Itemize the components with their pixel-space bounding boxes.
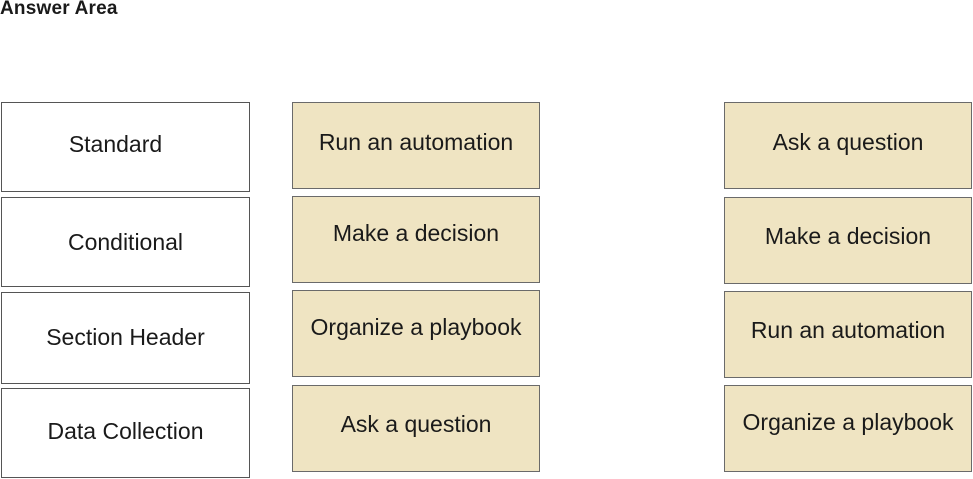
- option-run-an-automation[interactable]: Run an automation: [724, 291, 972, 378]
- answer-slot-label: Organize a playbook: [310, 314, 522, 340]
- answer-area-title: Answer Area: [0, 0, 118, 19]
- answer-slot-label: Make a decision: [332, 220, 500, 246]
- task-type-label: Conditional: [67, 228, 184, 255]
- answer-slot-section-header[interactable]: Organize a playbook: [292, 290, 540, 377]
- option-label: Ask a question: [772, 129, 924, 155]
- answer-slot-data-collection[interactable]: Ask a question: [292, 385, 540, 472]
- task-type-standard: Standard: [1, 102, 250, 192]
- task-type-section-header: Section Header: [1, 292, 250, 384]
- answer-slot-label: Ask a question: [340, 411, 492, 437]
- task-type-data-collection: Data Collection: [1, 388, 250, 478]
- option-ask-a-question[interactable]: Ask a question: [724, 102, 972, 189]
- option-make-a-decision[interactable]: Make a decision: [724, 197, 972, 284]
- answer-slot-label: Run an automation: [318, 129, 514, 155]
- option-organize-a-playbook[interactable]: Organize a playbook: [724, 385, 972, 472]
- task-type-label: Standard: [68, 130, 163, 157]
- option-label: Run an automation: [750, 317, 946, 343]
- answer-slot-standard[interactable]: Run an automation: [292, 102, 540, 189]
- task-type-label: Section Header: [46, 323, 205, 350]
- answer-slot-conditional[interactable]: Make a decision: [292, 196, 540, 283]
- task-type-label: Data Collection: [47, 417, 204, 444]
- task-type-conditional: Conditional: [1, 197, 250, 287]
- option-label: Make a decision: [764, 223, 932, 249]
- option-label: Organize a playbook: [742, 409, 954, 435]
